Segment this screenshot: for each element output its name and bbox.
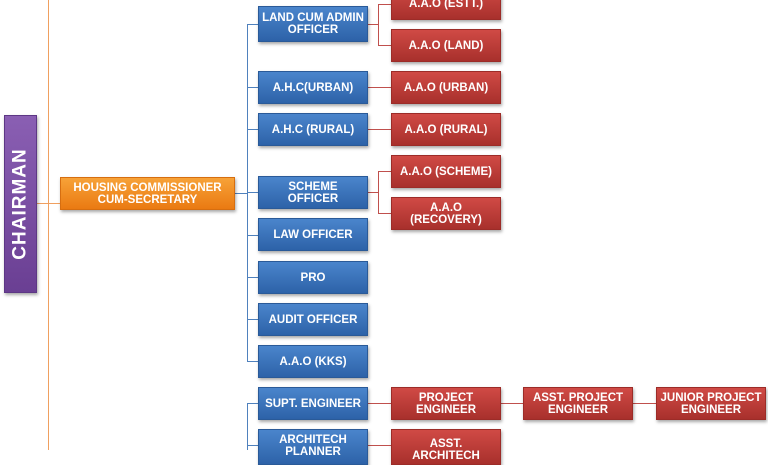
sub-aao-land-label: A.A.O (LAND) [408, 39, 484, 52]
land-land-line [378, 45, 391, 46]
architech-sub-line [367, 445, 391, 446]
sub-project-engineer: PROJECT ENGINEER [391, 387, 501, 420]
scheme-sub-vertical-line [378, 171, 379, 214]
asst-junior-line [632, 403, 656, 404]
project-asst-line [500, 403, 523, 404]
scheme-scheme-line [378, 171, 391, 172]
officer-aao-kks-label: A.A.O (KKS) [279, 355, 347, 368]
officer-pro: PRO [258, 261, 368, 294]
sub-asst-project-engineer-label: ASST. PROJECT ENGINEER [532, 391, 624, 416]
sub-asst-project-engineer: ASST. PROJECT ENGINEER [523, 387, 633, 420]
sub-aao-recovery-label: A.A.O (RECOVERY) [410, 201, 482, 226]
scheme-out-line [367, 192, 378, 193]
commissioner-to-trunk-line [235, 193, 248, 194]
chairman-box: CHAIRMAN [4, 115, 37, 293]
branch-architech-line [247, 445, 258, 446]
officer-pro-label: PRO [300, 271, 326, 284]
officer-aao-kks: A.A.O (KKS) [258, 345, 368, 378]
officer-supt-engineer: SUPT. ENGINEER [258, 387, 368, 420]
sub-aao-land: A.A.O (LAND) [391, 29, 501, 62]
sub-aao-urban: A.A.O (URBAN) [391, 71, 501, 104]
officer-ahc-rural: A.H.C (RURAL) [258, 113, 368, 146]
sub-aao-rural-label: A.A.O (RURAL) [404, 123, 488, 136]
branch-pro-line [247, 277, 258, 278]
officer-ahc-rural-label: A.H.C (RURAL) [271, 123, 355, 136]
branch-land-line [247, 24, 258, 25]
sub-aao-recovery: A.A.O (RECOVERY) [391, 197, 501, 230]
officer-audit: AUDIT OFFICER [258, 303, 368, 336]
officer-architech: ARCHITECH PLANNER [258, 429, 368, 465]
chairman-to-commissioner-line [36, 203, 60, 204]
engineering-trunk-line [247, 403, 248, 450]
branch-ahc-rural-line [247, 129, 258, 130]
land-out-line [367, 24, 378, 25]
land-estt-line [378, 4, 391, 5]
sub-aao-urban-label: A.A.O (URBAN) [403, 81, 489, 94]
officer-ahc-urban: A.H.C(URBAN) [258, 71, 368, 104]
scheme-recovery-line [378, 213, 391, 214]
sub-asst-architech-label: ASST. ARCHITECH [412, 438, 480, 462]
branch-supt-engineer-line [247, 403, 258, 404]
sub-aao-estt: A.A.O (ESTT.) [391, 0, 501, 20]
officer-audit-label: AUDIT OFFICER [268, 313, 358, 326]
officer-ahc-urban-label: A.H.C(URBAN) [272, 81, 354, 94]
branch-ahc-urban-line [247, 87, 258, 88]
sub-aao-scheme: A.A.O (SCHEME) [391, 155, 501, 188]
branch-law-line [247, 235, 258, 236]
officer-land: LAND CUM ADMIN OFFICER [258, 6, 368, 42]
officer-scheme: SCHEME OFFICER [258, 176, 368, 209]
sub-asst-architech: ASST. ARCHITECH [391, 429, 501, 465]
officer-trunk-line [247, 24, 248, 362]
rural-sub-line [367, 129, 391, 130]
sub-aao-rural: A.A.O (RURAL) [391, 113, 501, 146]
branch-aao-kks-line [247, 361, 258, 362]
sub-aao-scheme-label: A.A.O (SCHEME) [400, 165, 492, 178]
urban-sub-line [367, 87, 391, 88]
commissioner-box: HOUSING COMMISSIONER CUM-SECRETARY [60, 177, 235, 210]
officer-supt-engineer-label: SUPT. ENGINEER [265, 397, 361, 410]
officer-law: LAW OFFICER [258, 218, 368, 251]
sub-project-engineer-label: PROJECT ENGINEER [415, 391, 477, 416]
supt-project-line [367, 403, 391, 404]
chairman-label: CHAIRMAN [9, 148, 31, 260]
officer-architech-label: ARCHITECH PLANNER [279, 434, 347, 458]
sub-junior-project-engineer: JUNIOR PROJECT ENGINEER [656, 387, 766, 420]
sub-aao-estt-label: A.A.O (ESTT.) [408, 0, 484, 10]
chairman-trunk-line [48, 0, 49, 450]
officer-scheme-label: SCHEME OFFICER [287, 180, 339, 205]
commissioner-label: HOUSING COMMISSIONER CUM-SECRETARY [73, 181, 222, 206]
officer-land-label: LAND CUM ADMIN OFFICER [262, 12, 364, 36]
branch-audit-line [247, 319, 258, 320]
officer-law-label: LAW OFFICER [273, 228, 353, 241]
branch-scheme-line [247, 192, 258, 193]
land-sub-vertical-line [378, 4, 379, 45]
sub-junior-project-engineer-label: JUNIOR PROJECT ENGINEER [660, 391, 762, 416]
